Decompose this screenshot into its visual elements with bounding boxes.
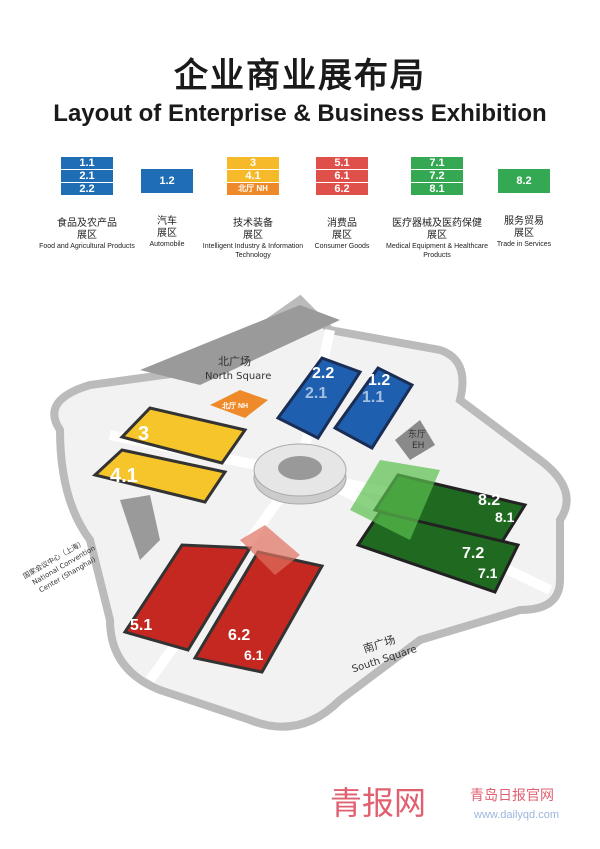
legend-hall-box: 7.2 [411, 170, 463, 182]
hall-6 [192, 550, 325, 674]
legend-hall-box: 7.1 [411, 157, 463, 169]
east-hall-cn: 东厅 [408, 428, 426, 440]
legend-cn-zone: 展区 [77, 230, 97, 241]
hall-label-5-1: 5.1 [130, 617, 152, 634]
hall-label-1-1: 1.1 [362, 389, 384, 406]
legend-hall-box: 2.2 [61, 183, 113, 195]
north-square-en: North Square [205, 371, 271, 382]
legend-hall-box: 3 [227, 157, 279, 169]
watermark-url: www.dailyqd.com [474, 809, 559, 821]
walkway [120, 495, 160, 560]
hall-label-7-1: 7.1 [478, 565, 498, 581]
green-overlay [350, 460, 440, 540]
hall-label-2-1: 2.1 [305, 385, 327, 402]
legend-hall-box: 1.2 [141, 169, 193, 193]
title-english: Layout of Enterprise & Business Exhibiti… [53, 100, 547, 127]
hall-2 [275, 356, 363, 440]
legend-cn-zone: 展区 [427, 230, 447, 241]
legend-cn-name: 技术装备 [233, 218, 273, 229]
hall-label-nh: 北厅 NH [222, 401, 248, 410]
legend-hall-box: 北厅 NH [227, 183, 279, 195]
legend-en-name: Trade in Services [496, 241, 552, 248]
legend-hall-box: 2.1 [61, 170, 113, 182]
legend-cn-zone: 展区 [332, 230, 352, 241]
hall-label-8-2: 8.2 [478, 492, 500, 509]
legend-en-name: Consumer Goods [314, 243, 370, 250]
legend-cn-name: 服务贸易 [504, 216, 544, 227]
hall-nh [210, 390, 268, 418]
legend-cn-zone: 展区 [514, 228, 534, 239]
hall-label-2-2: 2.2 [312, 365, 334, 382]
east-hall [395, 420, 435, 460]
legend-hall-box: 5.1 [316, 157, 368, 169]
title-chinese: 企业商业展布局 [174, 56, 426, 96]
legend-hall-box: 8.1 [411, 183, 463, 195]
legend-cn-name: 医疗器械及医药保健 [392, 218, 482, 229]
legend-group: 8.2 服务贸易展区 Trade in Services [464, 157, 584, 249]
watermark-subtitle: 青岛日报官网 [470, 788, 554, 804]
hall-label-7-2: 7.2 [462, 545, 484, 562]
legend-hall-box: 6.2 [316, 183, 368, 195]
hall-4-1 [91, 448, 228, 504]
watermark-logo: 青报网 [330, 784, 427, 822]
hall-label-1-2: 1.2 [368, 372, 390, 389]
legend-cn-zone: 展区 [243, 230, 263, 241]
legend-hall-box: 6.1 [316, 170, 368, 182]
legend-en-name: Medical Equipment & Healthcare Products [386, 243, 488, 259]
legend-en-name: Intelligent Industry & Information Techn… [202, 243, 304, 259]
north-square-area [140, 305, 340, 385]
red-overlay [240, 525, 300, 575]
hall-1 [332, 366, 415, 450]
hall-label-8-1: 8.1 [495, 509, 515, 525]
legend-cn-name: 汽车 [157, 216, 177, 227]
hall-label-4-1: 4.1 [110, 465, 138, 487]
hall-label-3: 3 [138, 423, 149, 445]
hall-3 [119, 406, 248, 465]
east-hall-en: EH [412, 441, 424, 451]
legend-group: 1.2 汽车展区 Automobile [107, 157, 227, 249]
legend-cn-zone: 展区 [157, 228, 177, 239]
north-square-cn: 北广场 [218, 354, 251, 368]
hall-label-6-2: 6.2 [228, 627, 250, 644]
hall-label-6-1: 6.1 [244, 647, 264, 663]
legend-cn-name: 食品及农产品 [57, 218, 117, 229]
legend-hall-box: 8.2 [498, 169, 550, 193]
legend-hall-box: 4.1 [227, 170, 279, 182]
legend-en-name: Food and Agricultural Products [39, 243, 135, 250]
legend-hall-box: 1.1 [61, 157, 113, 169]
legend-en-name: Automobile [149, 241, 185, 248]
legend-cn-name: 消费品 [327, 218, 357, 229]
